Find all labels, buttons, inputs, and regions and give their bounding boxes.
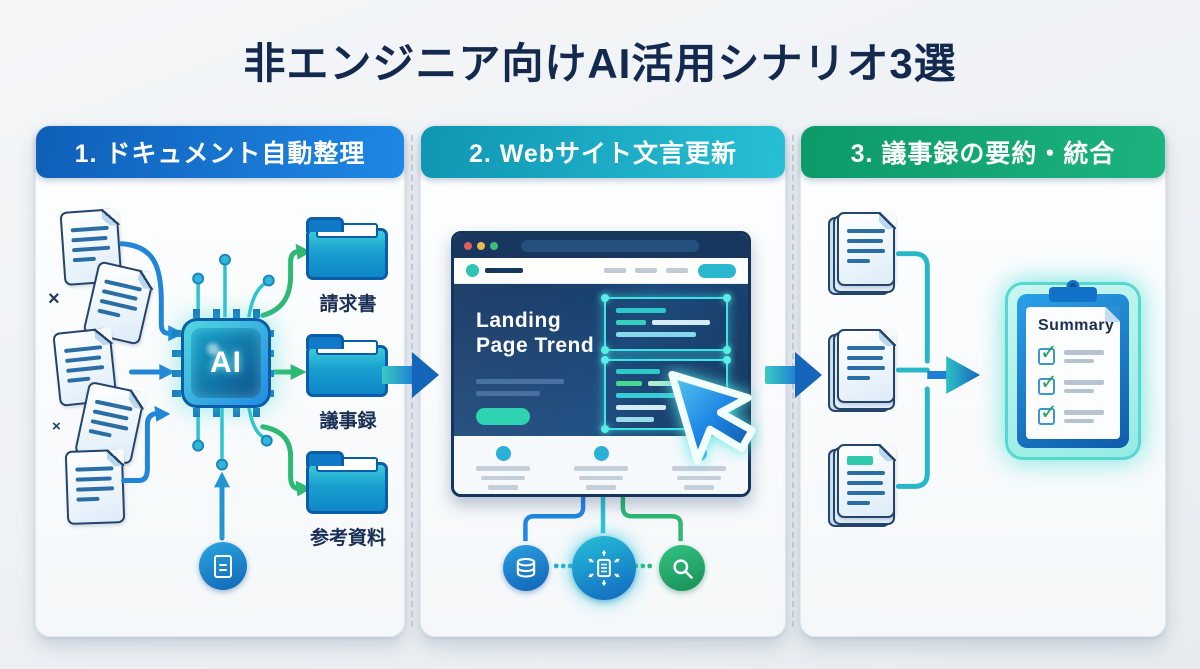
x-mark-icon: × (48, 288, 60, 310)
nav-link (635, 268, 657, 273)
ai-chip-icon: AI (181, 318, 271, 408)
chip-pins (193, 408, 260, 417)
close-dot-icon (464, 242, 472, 250)
nav-link (604, 268, 626, 273)
feature-dot-icon (495, 446, 511, 461)
selection-handle (723, 346, 731, 354)
feature-dot-icon (593, 446, 609, 461)
clipboard-paper: Summary ✓ ✓ ✓ (1026, 307, 1120, 439)
selection-handle (601, 294, 609, 302)
document-stack-icon (828, 443, 896, 527)
chip-pins (193, 309, 260, 318)
url-bar (521, 240, 699, 252)
browser-titlebar (454, 234, 748, 258)
database-icon (503, 545, 549, 591)
site-navbar (454, 258, 748, 284)
panel1-header: 1. ドキュメント自動整理 (36, 126, 404, 178)
panel1-connectors (119, 241, 312, 541)
checklist-item: ✓ (1038, 371, 1110, 395)
checklist-item: ✓ (1038, 341, 1110, 365)
feature-card (476, 446, 530, 490)
folder-label: 請求書 (319, 294, 377, 315)
panel-minutes-summary: 3. 議事録の要約・統合 (800, 125, 1166, 637)
chip-pins (172, 330, 181, 397)
selection-handle (723, 294, 731, 302)
nav-links (604, 268, 688, 273)
highlight-tag (847, 456, 873, 465)
page-title: 非エンジニア向けAI活用シナリオ3選 (243, 40, 957, 87)
x-mark-icon: × (52, 418, 61, 435)
minimize-dot-icon (477, 242, 485, 250)
site-logo-icon (466, 264, 479, 277)
panel3-header: 3. 議事録の要約・統合 (801, 126, 1165, 178)
selection-handle (723, 356, 731, 364)
selection-handle (601, 356, 609, 364)
selection-handle (601, 425, 609, 433)
feature-card (574, 446, 628, 490)
hero-title: Landing Page Trend (476, 309, 595, 358)
folder-icon (306, 217, 388, 280)
folder-label: 議事録 (319, 411, 377, 432)
summary-title: Summary (1038, 317, 1115, 334)
page-fold-icon (1105, 307, 1120, 322)
search-icon (659, 545, 705, 591)
folder-icon (306, 334, 388, 397)
folder-icon (306, 451, 388, 514)
maximize-dot-icon (490, 242, 498, 250)
panel-document-sorting: 1. ドキュメント自動整理 (35, 125, 405, 637)
summary-clipboard-icon: Summary ✓ ✓ ✓ (1005, 280, 1141, 460)
checkbox-icon: ✓ (1038, 341, 1058, 365)
panel3-connectors (895, 251, 981, 489)
checkbox-icon: ✓ (1038, 401, 1058, 425)
text-selection-box (601, 294, 731, 354)
flow-arrow-icon (765, 352, 823, 398)
document-stack-icon (828, 328, 896, 412)
checkbox-icon: ✓ (1038, 371, 1058, 395)
nav-cta-button (698, 263, 736, 278)
panel-website-copy-update: 2. Webサイト文言更新 (420, 125, 786, 637)
site-logo-text (485, 268, 523, 273)
checklist-item: ✓ (1038, 401, 1110, 425)
cursor-icon (668, 370, 756, 465)
ai-distribution-icon (572, 536, 636, 600)
hero-text-line (476, 379, 564, 384)
nav-link (666, 268, 688, 273)
hero-text-line (476, 391, 540, 396)
upload-document-icon (199, 542, 247, 590)
selection-handle (601, 346, 609, 354)
panel2-header: 2. Webサイト文言更新 (421, 126, 785, 178)
folder-label: 参考資料 (309, 528, 386, 549)
clipboard-clip-icon (1049, 287, 1097, 302)
flow-arrow-icon (382, 352, 440, 398)
hero-cta-button (476, 408, 530, 425)
document-stack-icon (828, 211, 896, 295)
